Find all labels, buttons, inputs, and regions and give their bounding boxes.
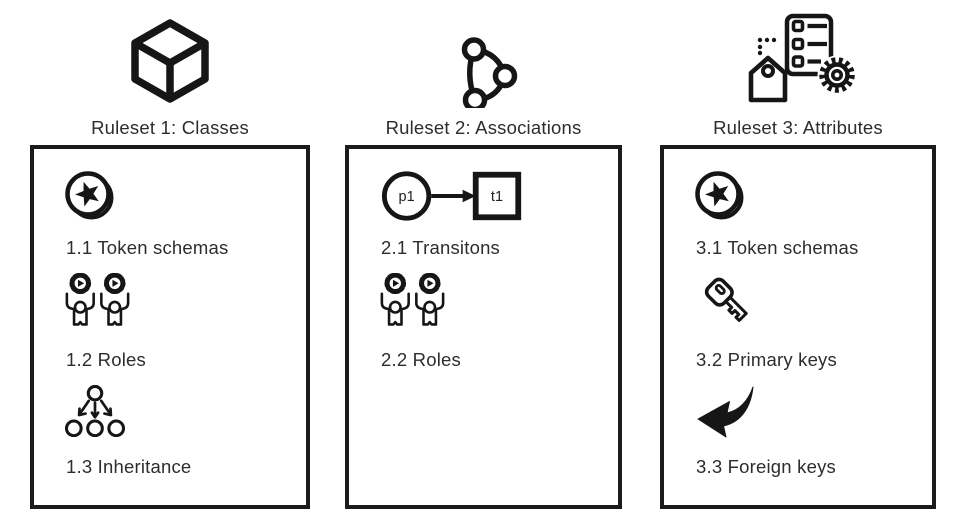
ruleset-3-header: Ruleset 3: Attributes — [660, 0, 936, 142]
attributes-tag-list-gear-icon — [748, 13, 855, 103]
item-label: 1.1 Token schemas — [66, 237, 229, 258]
roles-people-gears-icon — [64, 273, 131, 329]
item-label: 2.1 Transitons — [381, 237, 501, 258]
place-transition-icon: p1 t1 — [379, 167, 527, 225]
item-label: 3.3 Foreign keys — [696, 456, 836, 477]
token-coin-star-icon — [64, 170, 116, 222]
token-coin-star-icon — [694, 170, 746, 222]
ruleset-1-title: Ruleset 1: Classes — [91, 117, 249, 138]
ruleset-1-header: Ruleset 1: Classes — [30, 0, 310, 142]
roles-people-gears-icon — [379, 273, 446, 329]
cube-icon — [131, 19, 209, 103]
place-label: p1 — [399, 189, 415, 205]
association-triangle-icon — [461, 37, 517, 108]
item-label: 3.1 Token schemas — [696, 237, 859, 258]
ruleset-3-panel: 3.1 Token schemas 3.2 Primary keys 3.3 F… — [660, 145, 936, 509]
item-label: 1.2 Roles — [66, 349, 146, 370]
item-label: 1.3 Inheritance — [66, 456, 192, 477]
item-label: 2.2 Roles — [381, 349, 461, 370]
ruleset-2-title: Ruleset 2: Associations — [385, 117, 582, 138]
inheritance-tree-icon — [64, 385, 126, 437]
item-label: 3.2 Primary keys — [696, 349, 837, 370]
ruleset-1-panel: 1.1 Token schemas — [30, 145, 310, 509]
ruleset-2-header: Ruleset 2: Associations — [345, 0, 622, 142]
transition-label: t1 — [491, 189, 503, 205]
key-icon — [694, 273, 748, 327]
ruleset-3-title: Ruleset 3: Attributes — [713, 117, 883, 138]
ruleset-2-panel: p1 t1 2.1 Transitons — [345, 145, 622, 509]
foreign-key-curved-arrow-icon — [694, 385, 756, 441]
